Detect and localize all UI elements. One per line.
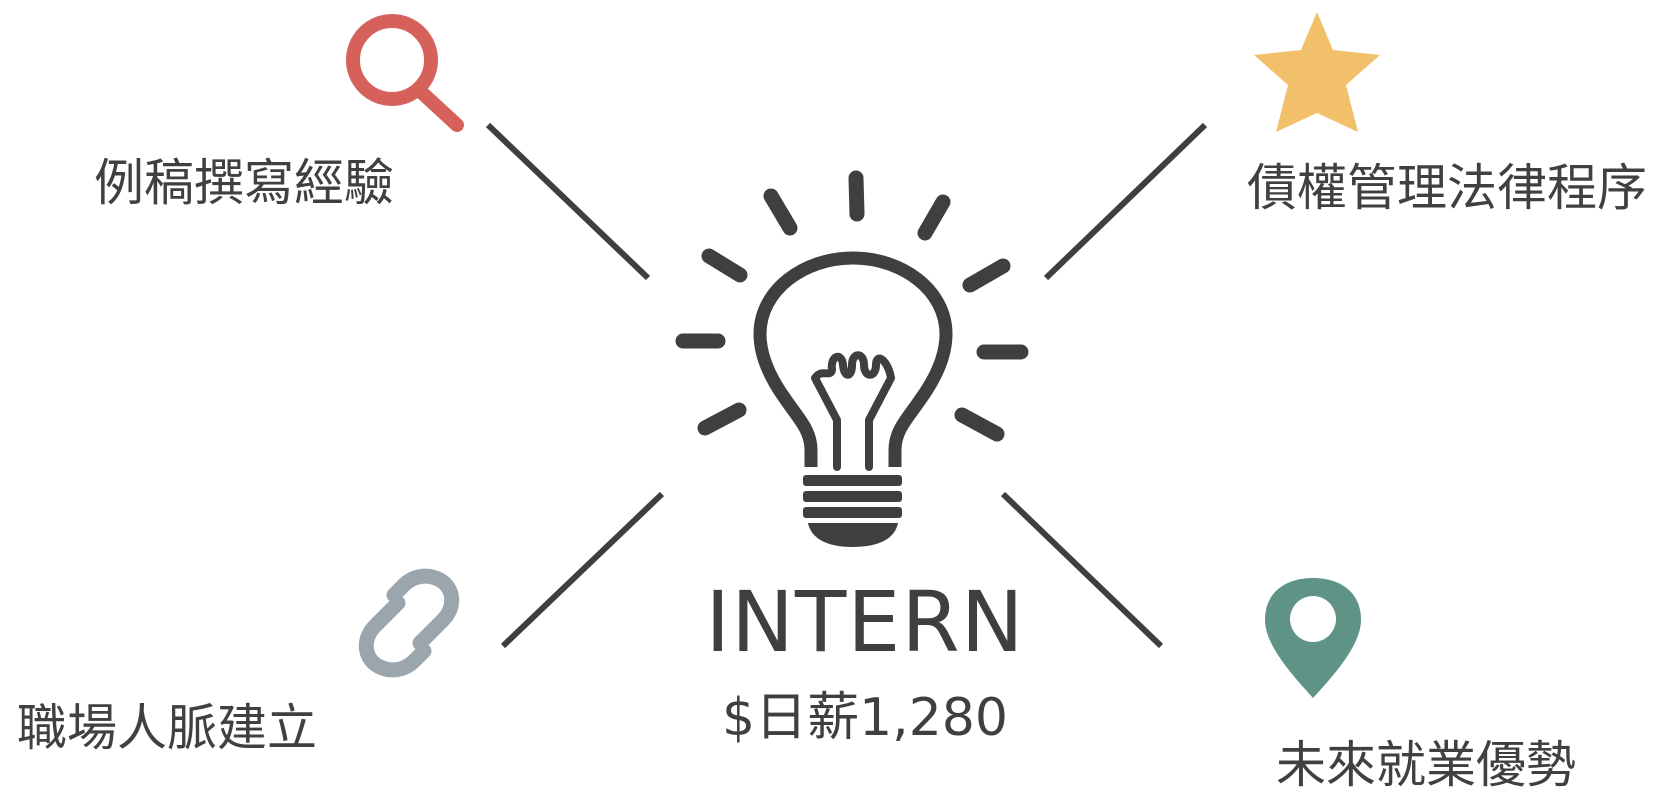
label-bottom-right: 未來就業優勢 (1276, 736, 1576, 794)
label-bottom-left: 職場人脈建立 (17, 699, 317, 757)
label-top-left: 例稿撰寫經驗 (94, 154, 394, 212)
center-subtitle: $日薪1,280 (722, 688, 1008, 748)
center-title: INTERN (705, 573, 1025, 671)
lightbulb-icon (675, 170, 1029, 547)
star-icon (1254, 12, 1380, 132)
lightbulb-base (803, 475, 902, 547)
connector-line-top-left (485, 122, 651, 281)
connector-line-bottom-left (500, 491, 665, 649)
lightbulb-glass (753, 251, 953, 467)
connector-lines (485, 122, 1208, 649)
connector-line-top-right (1043, 122, 1208, 281)
lightbulb-rays (675, 170, 1029, 442)
search-icon (346, 14, 464, 132)
lightbulb-filament (811, 351, 895, 471)
label-top-right: 債權管理法律程序 (1247, 159, 1647, 217)
link-icon (358, 568, 460, 678)
map-pin-icon (1265, 578, 1361, 698)
connector-line-bottom-right (1000, 491, 1164, 649)
